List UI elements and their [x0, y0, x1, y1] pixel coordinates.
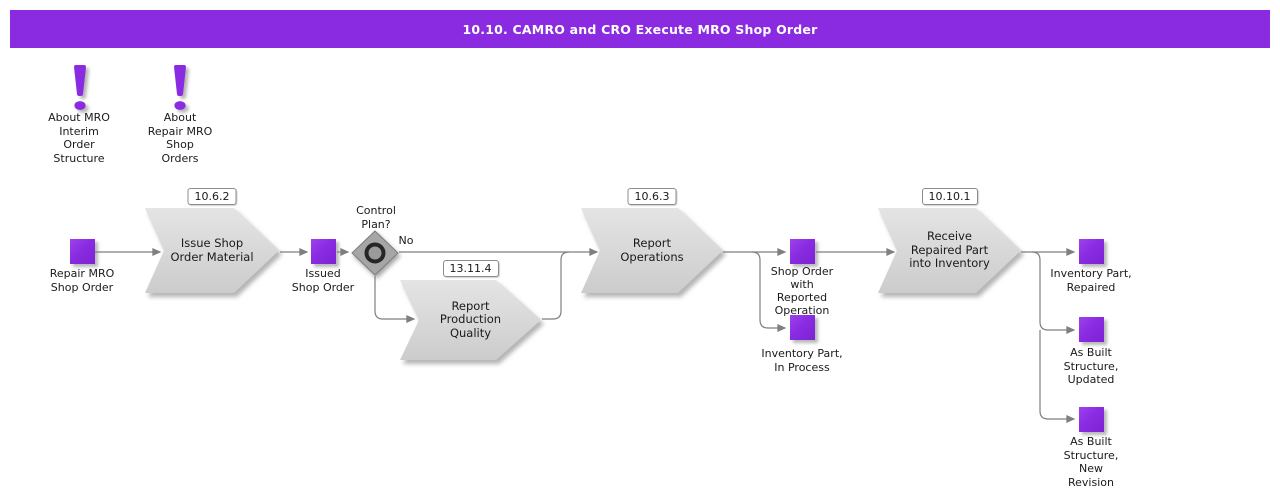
- process-label: Issue Shop Order Material: [145, 208, 279, 293]
- artifact-shop-order-with-reported-operation[interactable]: [790, 239, 815, 264]
- artifact-label: Shop Order with Reported Operation: [770, 265, 834, 317]
- artifact-label: As Built Structure, New Revision: [1063, 435, 1119, 489]
- process-report-operations[interactable]: 10.6.3 Report Operations: [581, 188, 723, 293]
- process-receive-repaired-part-into-inventory[interactable]: 10.10.1 Receive Repaired Part into Inven…: [878, 188, 1021, 293]
- artifact-as-built-structure-new-revision[interactable]: [1079, 407, 1104, 432]
- artifact-inventory-part-in-process[interactable]: [790, 315, 815, 340]
- connector-branch-to-as-built-updated: [1031, 251, 1076, 334]
- process-label: Report Operations: [581, 208, 723, 293]
- connector-branch-to-inventory-in-process: [751, 251, 787, 332]
- decision-no-label: No: [398, 234, 414, 247]
- process-tag[interactable]: 13.11.4: [442, 260, 499, 277]
- artifact-inventory-part-repaired[interactable]: [1079, 239, 1104, 264]
- connector-quality-to-main: [542, 251, 570, 320]
- artifact-label: Issued Shop Order: [291, 267, 355, 294]
- artifact-label: Repair MRO Shop Order: [49, 267, 115, 294]
- process-tag[interactable]: 10.10.1: [921, 188, 978, 205]
- process-chevron-shape[interactable]: Report Production Quality: [400, 280, 541, 360]
- decision-diamond-icon: [351, 230, 399, 276]
- process-label: Receive Repaired Part into Inventory: [878, 208, 1021, 293]
- decision-question: Control Plan?: [356, 204, 396, 231]
- exclamation-icon[interactable]: [164, 64, 196, 114]
- process-tag[interactable]: 10.6.2: [187, 188, 237, 205]
- connector-branch-to-as-built-new-revision: [1039, 330, 1076, 423]
- process-report-production-quality[interactable]: 13.11.4 Report Production Quality: [400, 260, 541, 360]
- artifact-label: Inventory Part, In Process: [761, 347, 843, 374]
- exclamation-icon[interactable]: [64, 64, 96, 114]
- process-chevron-shape[interactable]: Issue Shop Order Material: [145, 208, 279, 293]
- process-chevron-shape[interactable]: Report Operations: [581, 208, 723, 293]
- artifact-label: As Built Structure, Updated: [1063, 346, 1119, 386]
- title-banner: 10.10. CAMRO and CRO Execute MRO Shop Or…: [10, 10, 1270, 48]
- artifact-as-built-structure-updated[interactable]: [1079, 317, 1104, 342]
- page-title: 10.10. CAMRO and CRO Execute MRO Shop Or…: [462, 21, 818, 37]
- process-chevron-shape[interactable]: Receive Repaired Part into Inventory: [878, 208, 1021, 293]
- artifact-label: Inventory Part, Repaired: [1050, 267, 1132, 294]
- note-label-about-mro-interim-order-structure[interactable]: About MRO Interim Order Structure: [48, 111, 110, 165]
- artifact-issued-shop-order[interactable]: [311, 239, 336, 264]
- process-label: Report Production Quality: [400, 280, 541, 360]
- process-issue-shop-order-material[interactable]: 10.6.2 Issue Shop Order Material: [145, 188, 279, 293]
- note-label-about-repair-mro-shop-orders[interactable]: About Repair MRO Shop Orders: [147, 111, 213, 165]
- process-tag[interactable]: 10.6.3: [627, 188, 677, 205]
- artifact-repair-mro-shop-order[interactable]: [70, 239, 95, 264]
- connector-decision-to-quality: [374, 276, 416, 323]
